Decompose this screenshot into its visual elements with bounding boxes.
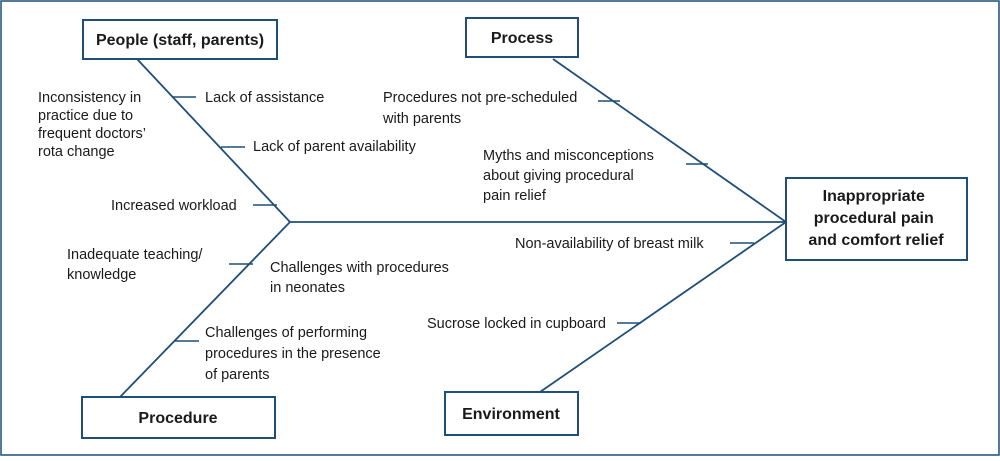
category-people: People (staff, parents) — [82, 19, 278, 60]
cause-breast-milk: Non-availability of breast milk — [515, 236, 704, 252]
category-procedure: Procedure — [81, 396, 276, 439]
effect-node: Inappropriate procedural pain and comfor… — [785, 177, 968, 261]
cause-challenges-neonates: Challenges with procedures in neonates — [270, 260, 453, 296]
category-label-people: People (staff, parents) — [96, 32, 264, 49]
cause-challenges-parents: Challenges of performing procedures in t… — [205, 325, 385, 383]
cause-not-scheduled: Procedures not pre-scheduled with parent… — [382, 90, 581, 127]
category-process: Process — [465, 17, 579, 58]
category-label-process: Process — [491, 30, 553, 47]
cause-lack-assistance: Lack of assistance — [205, 90, 324, 106]
bone-environment — [539, 221, 787, 393]
category-box-procedure — [81, 396, 276, 439]
category-label-environment: Environment — [462, 406, 560, 423]
effect-label: Inappropriate procedural pain and comfor… — [808, 188, 944, 249]
category-box-process — [465, 17, 579, 58]
cause-inconsistency: Inconsistency in practice due to frequen… — [38, 90, 150, 160]
category-box-environment — [444, 391, 579, 436]
bone-people — [136, 58, 291, 223]
bone-process — [552, 58, 787, 223]
cause-sucrose: Sucrose locked in cupboard — [427, 316, 606, 332]
cause-teaching: Inadequate teaching/ knowledge — [67, 247, 206, 283]
category-label-procedure: Procedure — [138, 410, 217, 427]
effect-box — [785, 177, 968, 261]
cause-workload: Increased workload — [111, 198, 237, 214]
category-box-people — [82, 19, 278, 60]
bone-procedure — [119, 221, 291, 398]
cause-myths: Myths and misconceptions about giving pr… — [483, 148, 658, 204]
category-environment: Environment — [444, 391, 579, 436]
cause-lack-parent: Lack of parent availability — [253, 139, 417, 155]
